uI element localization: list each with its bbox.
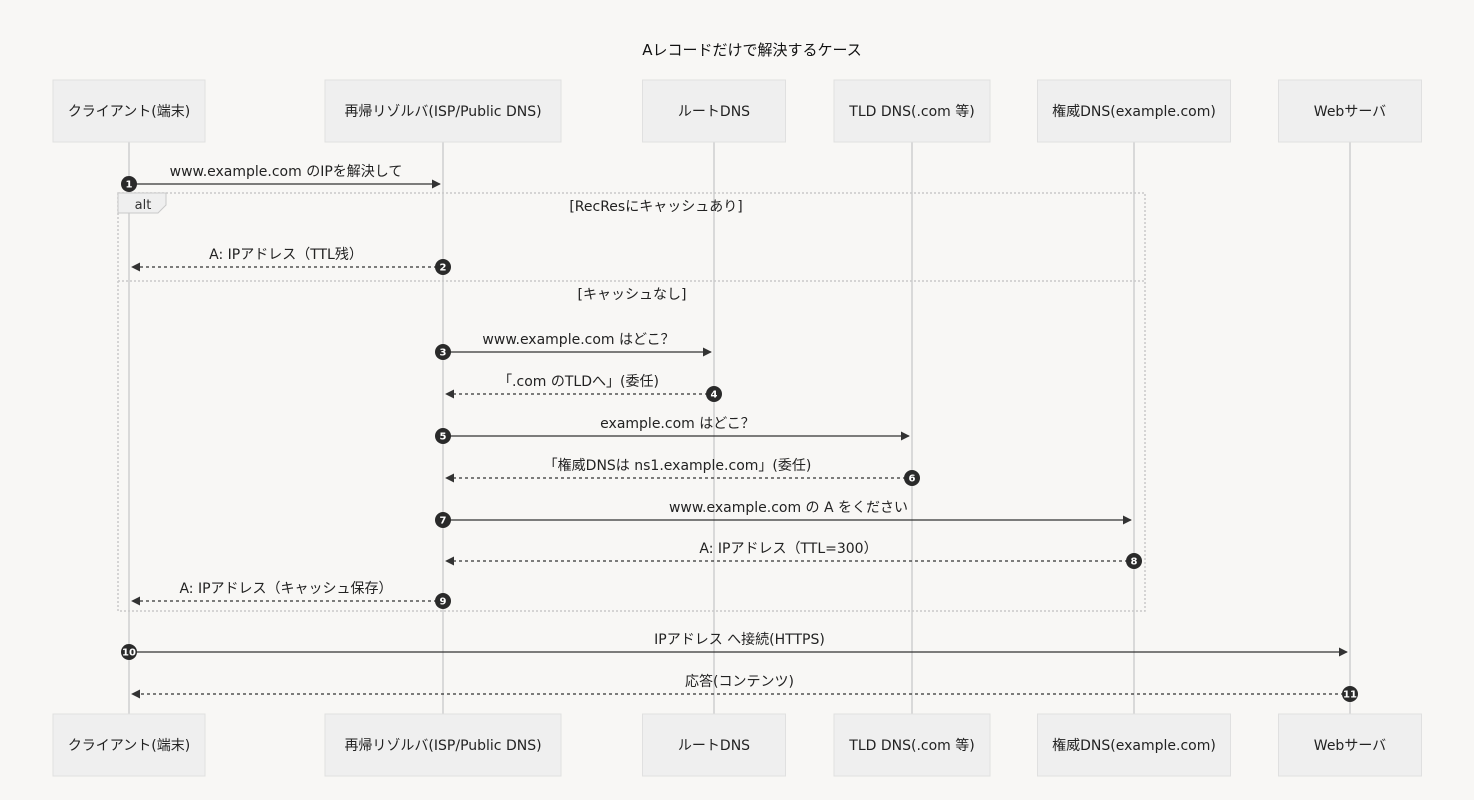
actor-box-root-top	[642, 79, 786, 143]
alt-condition-no-cache: [キャッシュなし]	[578, 287, 687, 303]
sequence-number-badge-9	[435, 593, 451, 609]
messages: www.example.com のIPを解決して 1 A: IPアドレス（TTL残）…	[121, 164, 1358, 702]
lifelines	[128, 142, 1351, 714]
diagram-title: Aレコードだけで解決するケース	[642, 41, 862, 59]
message-10: IPアドレス へ接続(HTTPS) 10	[121, 631, 1348, 660]
message-9: A: IPアドレス（キャッシュ保存） 9	[131, 581, 451, 609]
actor-box-client-bottom	[52, 713, 206, 777]
actor-box-web-bottom	[1278, 713, 1422, 777]
sequence-number-badge-8	[1126, 553, 1142, 569]
message-label-5: example.com はどこ？	[600, 416, 755, 432]
alt-condition-cached: [RecResにキャッシュあり]	[569, 199, 742, 215]
sequence-number-badge-7	[435, 512, 451, 528]
sequence-number-9: 9	[440, 597, 447, 608]
message-8: A: IPアドレス（TTL=300） 8	[445, 541, 1142, 569]
message-label-4: 「.com のTLDへ」(委任)	[498, 374, 659, 390]
message-6: 「権威DNSは ns1.example.com」(委任) 6	[445, 457, 920, 486]
message-label-1: www.example.com のIPを解決して	[170, 164, 403, 180]
sequence-number-2: 2	[440, 263, 447, 274]
actor-label-resolver-bottom: 再帰リゾルバ(ISP/Public DNS)	[344, 737, 541, 754]
actor-label-web-bottom: Webサーバ	[1314, 738, 1386, 754]
alt-keyword: alt	[135, 198, 152, 213]
sequence-number-badge-10	[121, 644, 137, 660]
actor-box-auth-bottom	[1037, 713, 1231, 777]
actor-label-client-top: クライアント(端末)	[68, 104, 190, 120]
message-label-2: A: IPアドレス（TTL残）	[209, 247, 363, 263]
sequence-number-10: 10	[122, 648, 136, 659]
sequence-number-5: 5	[440, 432, 447, 443]
actor-label-auth-top: 権威DNS(example.com)	[1052, 103, 1216, 120]
message-label-6: 「権威DNSは ns1.example.com」(委任)	[544, 457, 812, 474]
message-label-8: A: IPアドレス（TTL=300）	[699, 541, 877, 557]
actor-box-tld-top	[833, 79, 991, 143]
alt-tab	[117, 192, 167, 214]
message-label-10: IPアドレス へ接続(HTTPS)	[654, 631, 825, 648]
sequence-number-11: 11	[1343, 690, 1357, 701]
actors-top: クライアント(端末) 再帰リゾルバ(ISP/Public DNS) ルートDNS TL…	[52, 79, 1422, 143]
actor-label-tld-top: TLD DNS(.com 等)	[848, 103, 974, 120]
actor-label-client-bottom: クライアント(端末)	[68, 738, 190, 754]
message-label-3: www.example.com はどこ？	[482, 332, 674, 348]
actors-bottom: クライアント(端末) 再帰リゾルバ(ISP/Public DNS) ルートDNS TL…	[52, 713, 1422, 777]
actor-label-web-top: Webサーバ	[1314, 104, 1386, 120]
actor-box-resolver-top	[324, 79, 562, 143]
actor-box-web-top	[1278, 79, 1422, 143]
actor-label-root-bottom: ルートDNS	[678, 738, 750, 754]
sequence-number-badge-4	[706, 386, 722, 402]
actor-box-client-top	[52, 79, 206, 143]
sequence-number-7: 7	[440, 516, 447, 527]
sequence-number-1: 1	[126, 180, 133, 191]
message-7: www.example.com の A をください 7	[435, 500, 1132, 528]
sequence-number-badge-5	[435, 428, 451, 444]
actor-box-auth-top	[1037, 79, 1231, 143]
actor-box-root-bottom	[642, 713, 786, 777]
message-2: A: IPアドレス（TTL残） 2	[131, 247, 451, 275]
message-5: example.com はどこ？ 5	[435, 416, 910, 444]
sequence-number-badge-6	[904, 470, 920, 486]
alt-fragment: alt [RecResにキャッシュあり] [キャッシュなし]	[117, 192, 1146, 612]
alt-frame	[117, 192, 1146, 612]
sequence-number-badge-1	[121, 176, 137, 192]
actor-label-auth-bottom: 権威DNS(example.com)	[1052, 737, 1216, 754]
actor-box-resolver-bottom	[324, 713, 562, 777]
message-3: www.example.com はどこ？ 3	[435, 332, 712, 360]
message-label-7: www.example.com の A をください	[669, 500, 908, 516]
actor-box-tld-bottom	[833, 713, 991, 777]
sequence-number-3: 3	[440, 348, 447, 359]
sequence-number-badge-11	[1342, 686, 1358, 702]
message-label-11: 応答(コンテンツ)	[685, 673, 794, 690]
sequence-number-badge-3	[435, 344, 451, 360]
sequence-number-4: 4	[711, 390, 718, 401]
actor-label-resolver-top: 再帰リゾルバ(ISP/Public DNS)	[344, 103, 541, 120]
sequence-number-badge-2	[435, 259, 451, 275]
message-1: www.example.com のIPを解決して 1	[121, 164, 441, 192]
message-11: 応答(コンテンツ) 11	[131, 673, 1358, 702]
actor-label-tld-bottom: TLD DNS(.com 等)	[848, 737, 974, 754]
sequence-number-8: 8	[1131, 557, 1138, 568]
actor-label-root-top: ルートDNS	[678, 104, 750, 120]
message-label-9: A: IPアドレス（キャッシュ保存）	[179, 581, 392, 597]
message-4: 「.com のTLDへ」(委任) 4	[445, 374, 722, 402]
sequence-number-6: 6	[909, 474, 916, 485]
